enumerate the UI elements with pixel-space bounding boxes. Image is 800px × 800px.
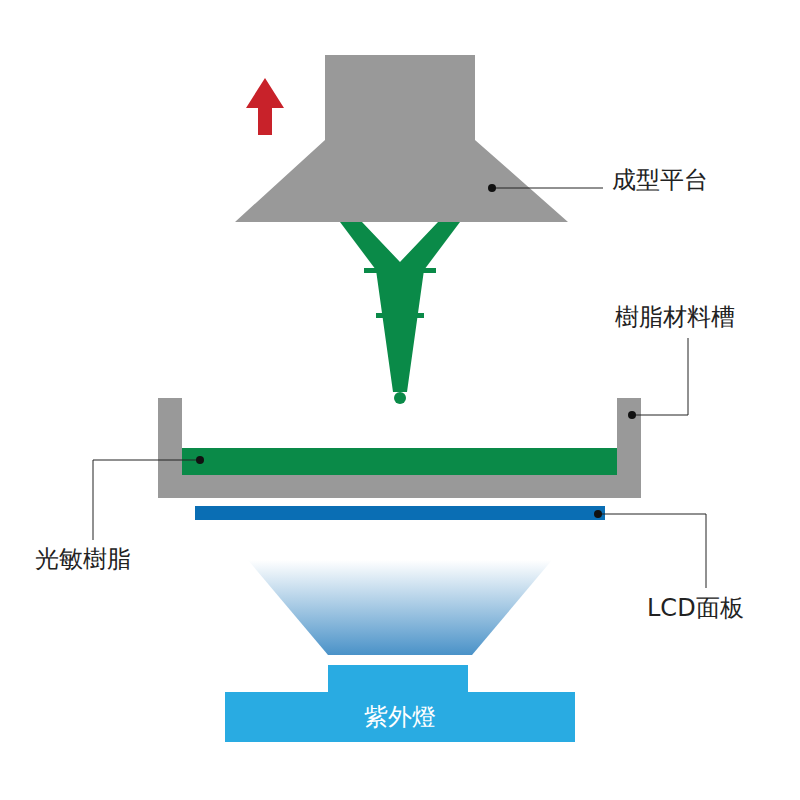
leader-lines (93, 188, 706, 588)
uv-lamp-top (328, 665, 468, 693)
part-label: 光敏樹脂 (35, 545, 131, 574)
uv-lamp: 紫外燈 (225, 692, 575, 742)
part-label: LCD面板 (647, 594, 744, 623)
uv-beam (248, 560, 552, 655)
lamp-label: 紫外燈 (364, 703, 436, 732)
resin (182, 448, 617, 475)
part-label: 樹脂材料槽 (615, 303, 735, 332)
leader-dots (196, 184, 636, 518)
part-label: 成型平台 (612, 166, 708, 195)
build-platform (235, 55, 568, 222)
printed-part (340, 222, 460, 404)
lcd-panel (195, 506, 605, 520)
up-arrow (246, 78, 284, 135)
resin-vat (158, 398, 641, 498)
